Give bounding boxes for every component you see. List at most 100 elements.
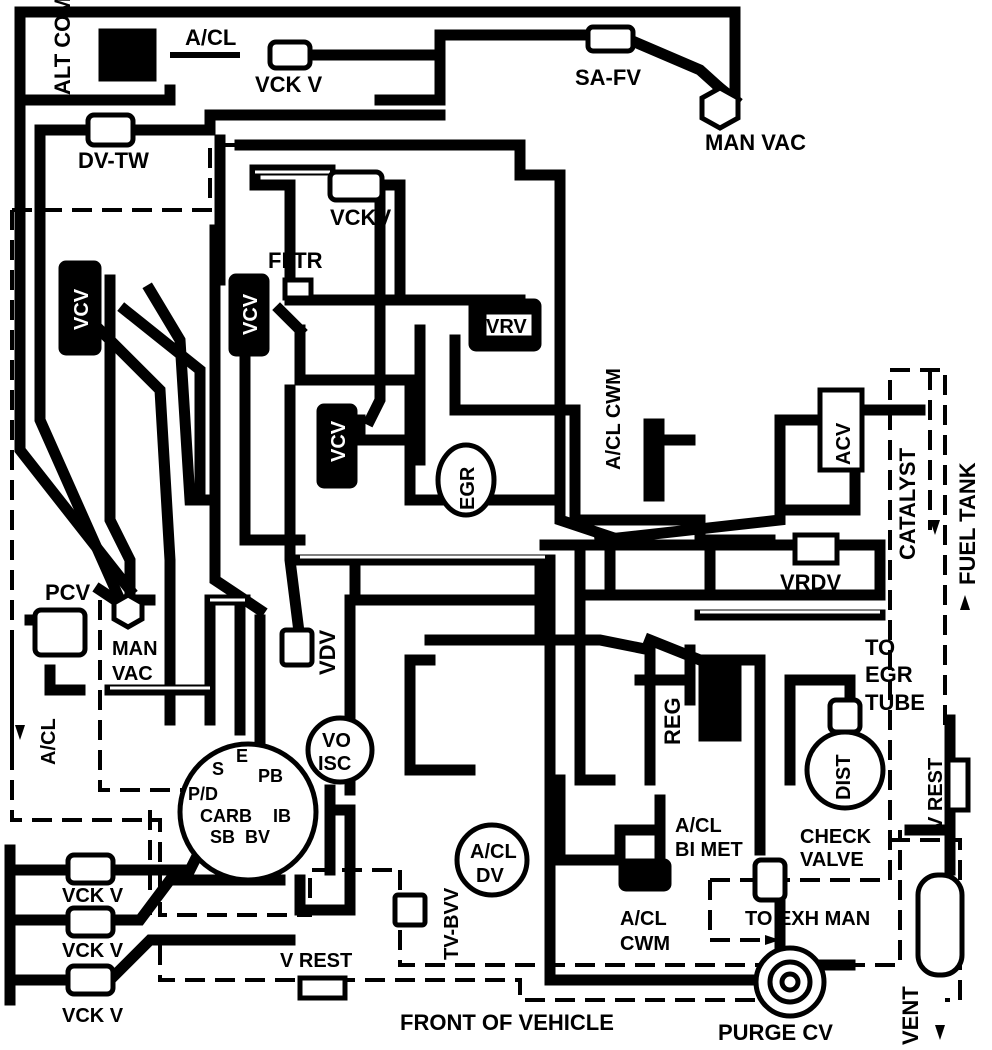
a-cl-dv-line1: A/CL [470,841,517,863]
vck-v-top-valve [267,39,313,71]
a-cl-dv-line2: DV [476,865,504,887]
man-vac-left-label-line2: VAC [112,663,153,685]
a-cl-left-arrow [15,725,25,740]
to-exh-man-label: TO EXH MAN [745,908,870,930]
vrv-label-box [481,309,537,341]
carb-pd-label: P/D [188,784,218,804]
carb-ib-label: IB [273,806,291,826]
vck-v-2-valve [65,905,116,939]
carb-e-label: E [236,746,248,766]
catalyst-arrow [930,520,940,535]
vck-v-2-label: VCK V [62,940,124,962]
vck-v-1-valve [65,852,116,886]
a-cl-cwm-side-motor [643,418,665,502]
tv-bvv-valve [392,892,428,928]
dv-tw-label: DV-TW [78,148,149,173]
a-cl-bi-met-line2: BI MET [675,839,743,861]
vrv-label: VRV [486,316,527,338]
front-of-vehicle-label: FRONT OF VEHICLE [400,1010,614,1035]
a-cl-cwm-bottom-motor [618,858,672,892]
vckv-middle-valve [327,169,385,203]
reg-label: REG [660,697,685,745]
v-rest-right-valve [945,757,971,813]
vo-isc-actuator [305,715,375,785]
a-cl-top-label: A/CL [185,25,236,50]
catalyst-label: CATALYST [895,447,920,560]
fuel-tank-arrow [960,595,970,610]
v-rest-bottom-label: V REST [280,950,352,972]
a-cl-cwm-bottom-line2: CWM [620,933,670,955]
vck-v-3-valve [65,963,116,997]
vent-canister [915,872,965,978]
carb-s-label: S [212,759,224,779]
vckv-label: VCKV [330,205,391,230]
egr-label: EGR [457,466,479,510]
carb-bv-label: BV [245,827,270,847]
arrows [15,520,970,1040]
vcv-lower-label: VCV [328,420,350,462]
vck-v-3-label: VCK V [62,1005,124,1027]
vcv-left-label: VCV [71,288,93,330]
v-rest-right-label: V REST [925,758,947,830]
dist-vacuum-advance [827,697,863,735]
hose-highlights [110,170,880,690]
check-valve-line1: CHECK [800,826,872,848]
man-vac-fitting [699,85,741,131]
dist-label: DIST [833,754,855,800]
a-cl-bi-met-line1: A/CL [675,815,722,837]
vcv-lower-valve [316,403,358,489]
vacuum-hoses [4,6,956,1006]
sa-fv-label: SA-FV [575,65,641,90]
labels: ALT COMP A/CL VCK V SA-FV MAN VAC DV-TW … [38,0,980,1045]
vdv-valve [279,627,315,668]
fltr-label: FLTR [268,248,323,273]
vcv-left-valve [58,260,102,356]
acv-valve [817,387,865,473]
acv-label: ACV [833,422,855,465]
sa-fv-valve [585,24,636,54]
to-exh-man-arrow [765,935,780,945]
pcv-valve [32,607,88,658]
check-valve-line2: VALVE [800,849,864,871]
a-cl-dv-valve [454,822,530,898]
to-egr-tube-line3: TUBE [865,690,925,715]
vrdv-label: VRDV [780,570,841,595]
carb-sb-label: SB [210,827,235,847]
vcv-center-valve [228,273,270,357]
alt-comp-connector [98,28,157,82]
dv-tw-valve [85,112,136,148]
vcv-center-label: VCV [240,293,262,335]
alt-comp-label: ALT COMP [50,0,75,95]
reg-regulator [698,658,742,742]
vdv-label: VDV [315,629,340,675]
fltr-filter [282,277,314,301]
to-egr-tube-line1: TO [865,635,895,660]
pcv-label: PCV [45,580,91,605]
purge-cv-label: PURGE CV [718,1020,833,1045]
vo-isc-label-line2: ISC [318,753,351,775]
vent-label: VENT [898,986,923,1045]
vck-v-1-label: VCK V [62,885,124,907]
check-valve [752,857,788,903]
pcv-man-vac-fitting [111,592,145,630]
purge-cv-center [779,971,801,993]
a-cl-cwm-side-label: A/CL CWM [603,368,625,470]
man-vac-top-label: MAN VAC [705,130,806,155]
v-rest-bottom-valve [297,975,348,1001]
carburetor [177,741,319,883]
fuel-tank-label: FUEL TANK [955,462,980,585]
a-cl-left-label: A/CL [38,718,60,765]
egr-valve [435,442,497,518]
man-vac-left-label-line1: MAN [112,638,158,660]
vck-v-top-label: VCK V [255,72,323,97]
to-egr-tube-line2: EGR [865,662,913,687]
vrdv-valve [792,532,840,566]
carb-carb-label: CARB [200,806,252,826]
carb-pb-label: PB [258,766,283,786]
components [32,24,971,1019]
vo-isc-label-line1: VO [322,730,351,752]
vent-arrow [935,1025,945,1040]
tv-bvv-label: TV-BVV [441,887,463,960]
a-cl-cwm-bottom-line1: A/CL [620,908,667,930]
